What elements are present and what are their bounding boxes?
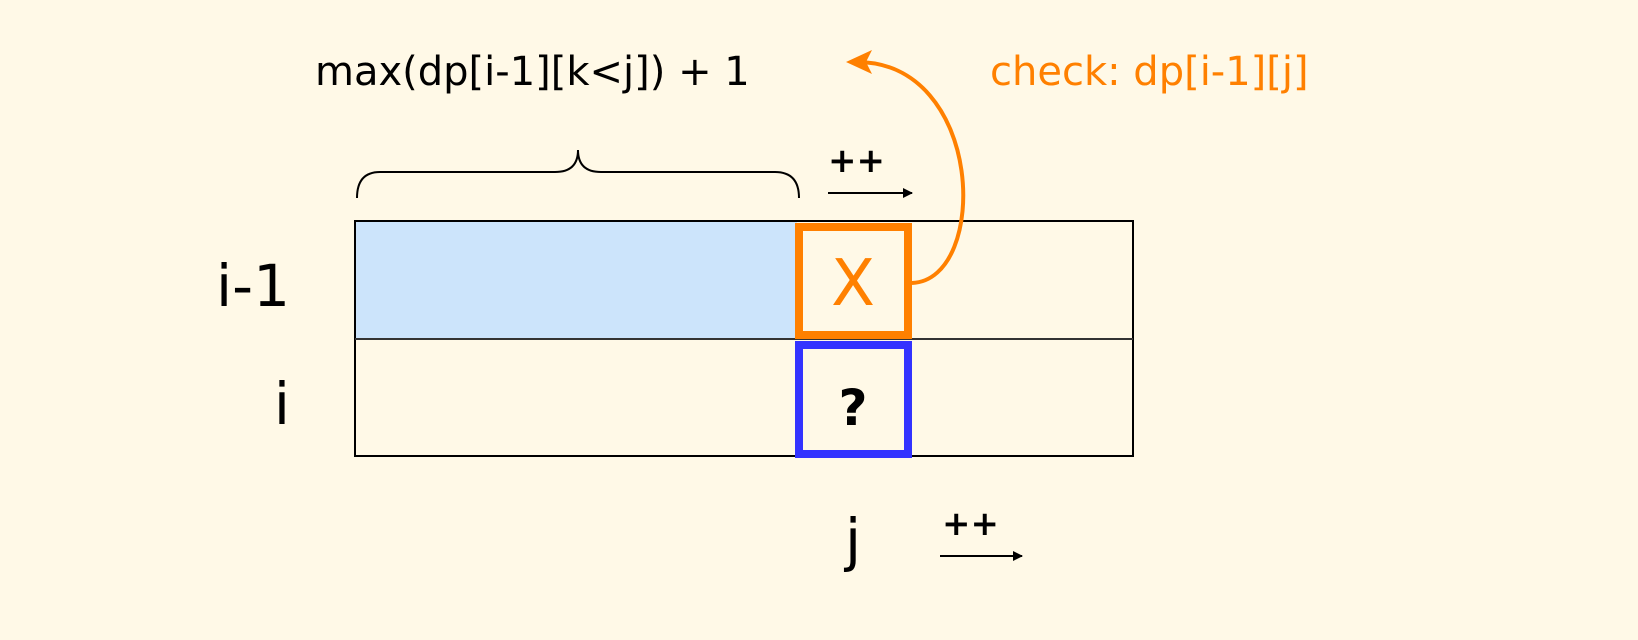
formula-label: max(dp[i-1][k<j]) + 1 <box>315 49 750 95</box>
increment-bottom: ++ <box>942 504 999 544</box>
cell-prev-row <box>795 223 912 339</box>
check-label: check: dp[i-1][j] <box>990 49 1309 95</box>
cell-current <box>795 341 912 458</box>
cell-prev-value: X <box>831 247 875 321</box>
range-brace <box>356 149 800 199</box>
arrow-head-icon <box>846 50 872 74</box>
col-label: j <box>843 506 861 574</box>
increment-top: ++ <box>828 141 885 181</box>
check-curve <box>854 59 966 285</box>
row-label-current: i <box>274 370 290 438</box>
cell-current-value: ? <box>838 379 867 437</box>
row-label-prev: i-1 <box>216 252 290 320</box>
range-cells <box>355 221 797 339</box>
